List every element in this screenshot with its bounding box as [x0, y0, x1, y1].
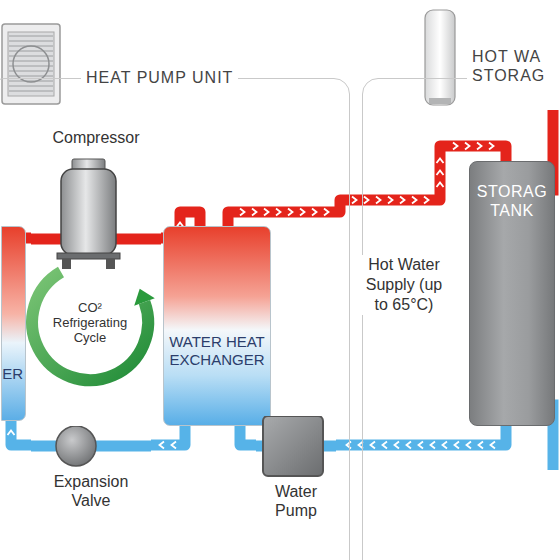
node-label: WATER HEAT EXCHANGER: [164, 333, 270, 369]
storage-tank-icon: [425, 10, 455, 105]
pipe-label: Hot Water Supply (up to 65°C): [358, 255, 450, 315]
air-heat-exchanger: ER: [1, 226, 26, 421]
node-label: Compressor: [31, 129, 161, 147]
storage-region: HOT WA STORAGSTORAG TANK: [362, 78, 560, 560]
comp-symbol: [31, 129, 161, 271]
pipe-connector: [151, 426, 185, 449]
expansion-valve: Expansion Valve: [31, 426, 151, 521]
water-heat-exchanger: WATER HEAT EXCHANGER: [163, 226, 271, 426]
storage-tank: STORAG TANK: [469, 161, 555, 426]
pipe-connector: [240, 426, 256, 445]
pipe-connector: [8, 421, 32, 445]
compressor: Compressor: [31, 129, 161, 271]
unit-region: HEAT PUMP UNITERCompressorWATER HEAT EXC…: [0, 78, 350, 560]
node-label: ER: [2, 365, 23, 382]
node-label: Water Pump: [256, 482, 336, 520]
region-label: HOT WA STORAG: [467, 47, 560, 85]
refrigerating-cycle-arrow: [32, 272, 155, 380]
node-label: STORAG TANK: [470, 182, 554, 220]
region-label: HEAT PUMP UNIT: [81, 68, 238, 87]
cycle-label: CO² Refrigerating Cycle: [45, 300, 135, 345]
outdoor-unit-icon: [2, 24, 60, 104]
pipe-connector: [228, 143, 506, 227]
pipe-connector: [26, 238, 31, 239]
node-label: Expansion Valve: [31, 472, 151, 510]
water-pump: Water Pump: [256, 416, 336, 521]
